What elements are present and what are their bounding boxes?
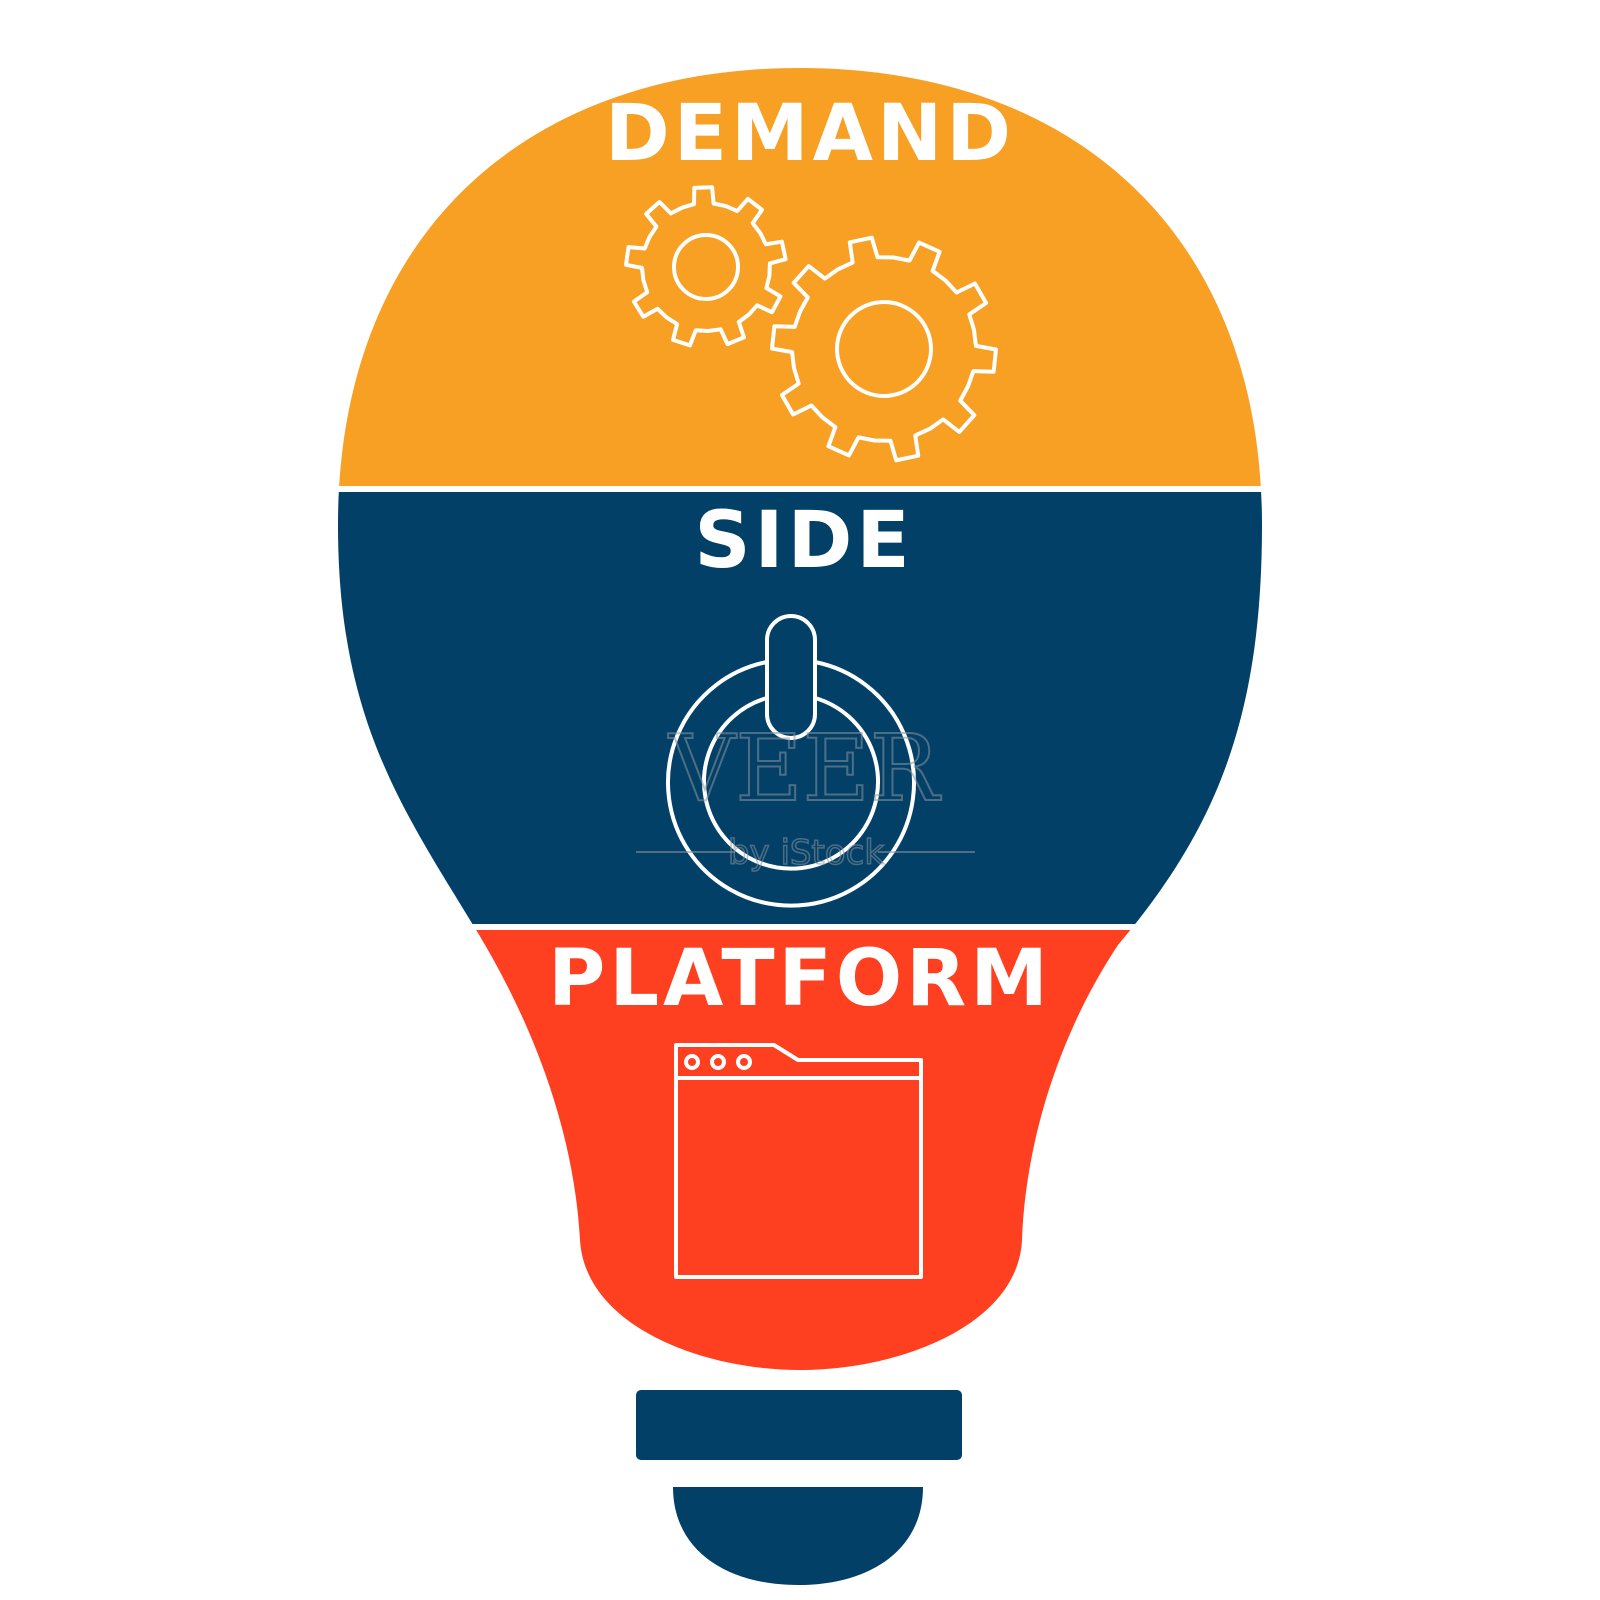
bulb-base-bar (636, 1390, 962, 1460)
large-gear-icon (770, 235, 998, 463)
small-gear-icon (624, 185, 788, 348)
browser-window-icon (674, 1043, 923, 1279)
power-outer-ring (666, 660, 916, 908)
gears-icon (624, 185, 998, 463)
browser-dot-icon (736, 1054, 752, 1070)
watermark: VEER by iStock (636, 714, 975, 874)
bulb-base-cap (673, 1487, 923, 1585)
watermark-sub-text: by iStock (728, 833, 884, 873)
browser-dot-icon (684, 1054, 700, 1070)
large-gear-hub (835, 300, 933, 398)
small-gear-hub (672, 233, 740, 301)
watermark-main-text: VEER (668, 715, 942, 822)
power-switch (765, 614, 817, 740)
browser-window-frame (674, 1043, 923, 1279)
browser-dot-icon (710, 1054, 726, 1070)
platform-label: PLATFORM (548, 934, 1052, 1024)
side-band (338, 492, 1262, 924)
side-label: SIDE (694, 496, 913, 586)
demand-label: DEMAND (605, 89, 1015, 179)
power-icon (666, 614, 916, 908)
power-inner-ring (702, 696, 880, 871)
